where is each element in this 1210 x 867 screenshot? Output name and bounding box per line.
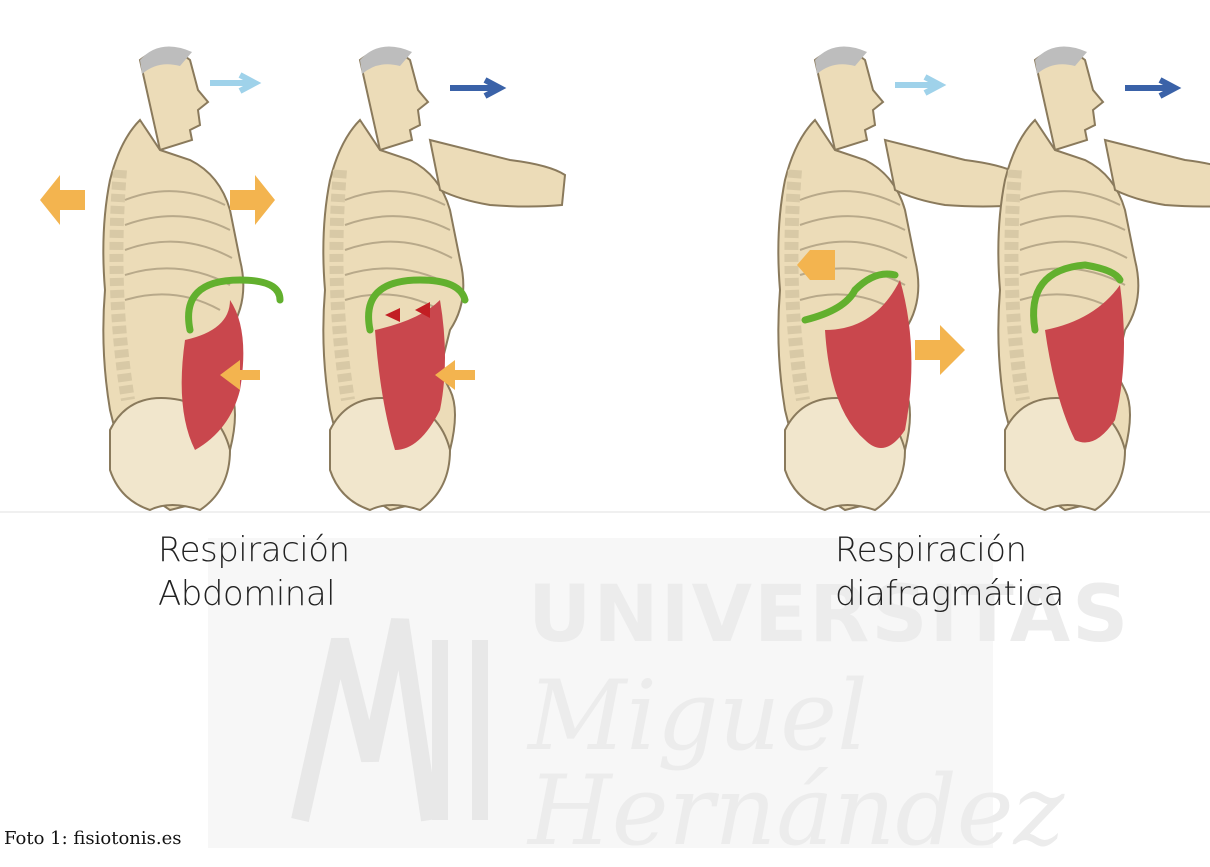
caption-diaphragmatic-line1: Respiración [835, 528, 1064, 572]
caption-abdominal-line2: Abdominal [158, 572, 350, 616]
figure-abdominal-exhale [323, 47, 565, 510]
figure-diaphragmatic-exhale [998, 47, 1210, 510]
figure-diaphragmatic-inhale [778, 47, 1020, 510]
figure-abdominal-inhale [40, 47, 287, 510]
image-credit: Foto 1: fisiotonis.es [4, 828, 181, 849]
caption-diaphragmatic-line2: diafragmática [835, 572, 1064, 616]
caption-abdominal: Respiración Abdominal [158, 528, 350, 616]
caption-diaphragmatic: Respiración diafragmática [835, 528, 1064, 616]
caption-abdominal-line1: Respiración [158, 528, 350, 572]
